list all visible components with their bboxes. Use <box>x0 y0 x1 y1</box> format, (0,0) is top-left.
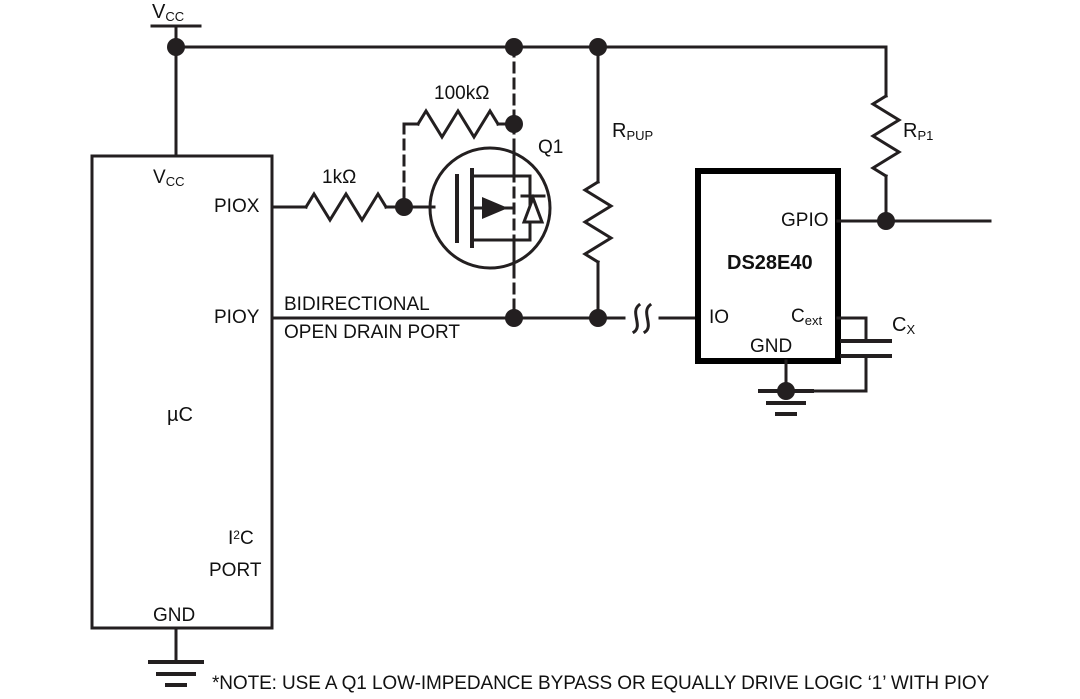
junction-gpio-rp1 <box>877 212 895 230</box>
junction-chip-gnd <box>777 382 795 400</box>
mcu-block-label: µC <box>167 404 193 426</box>
footnote-text: *NOTE: USE A Q1 LOW-IMPEDANCE BYPASS OR … <box>212 673 990 694</box>
resistor-rp1 <box>870 93 902 179</box>
resistor-1k-label: 1kΩ <box>322 167 357 188</box>
junction-vcc-drain-tap <box>505 38 523 56</box>
open-drain-label-line2: OPEN DRAIN PORT <box>284 322 460 343</box>
resistor-100k <box>415 108 501 140</box>
bidirectional-label-line1: BIDIRECTIONAL <box>284 294 430 315</box>
mcu-piox-pin-label: PIOX <box>214 196 260 217</box>
chip-cext-pin-label: Cext <box>791 306 823 328</box>
q1-diode-triangle <box>521 193 545 224</box>
rp1-label: RP1 <box>903 120 934 143</box>
vcc-rail-label: VCC <box>152 1 185 24</box>
resistor-rpup <box>582 179 614 265</box>
q1-envelope <box>428 146 552 270</box>
q1-label: Q1 <box>538 137 564 158</box>
chip-gpio-pin-label: GPIO <box>781 210 829 231</box>
ds28e40-chip-body <box>695 168 841 364</box>
junction-gate <box>395 198 413 216</box>
junction-vcc-node <box>167 38 185 56</box>
junction-vcc-rpup <box>589 38 607 56</box>
junction-rpup-pioy <box>589 309 607 327</box>
chip-io-pin-label: IO <box>709 307 730 328</box>
mcu-pioy-pin-label: PIOY <box>214 307 260 328</box>
rpup-label: RPUP <box>612 120 654 143</box>
mcu-box <box>90 154 274 630</box>
chip-gnd-pin-label: GND <box>750 336 793 357</box>
q1-bulk-arrow <box>482 197 508 219</box>
junction-source-pioy <box>505 309 523 327</box>
mcu-port-label: PORT <box>209 560 262 581</box>
mcu-vcc-pin-label: VCC <box>153 167 185 189</box>
chip-name-label: DS28E40 <box>727 252 813 274</box>
junction-r100k-drain <box>505 115 523 133</box>
resistor-100k-label: 100kΩ <box>434 83 490 104</box>
mcu-gnd-pin-label: GND <box>153 605 196 626</box>
resistor-1k <box>303 191 389 223</box>
wire-break-squiggle-2 <box>642 302 653 335</box>
capacitor-cx-label: CX <box>892 314 916 337</box>
wire-break-squiggle-1 <box>631 302 642 335</box>
junction-dots <box>167 38 895 400</box>
mcu-i2c-label: I2C <box>228 528 254 550</box>
